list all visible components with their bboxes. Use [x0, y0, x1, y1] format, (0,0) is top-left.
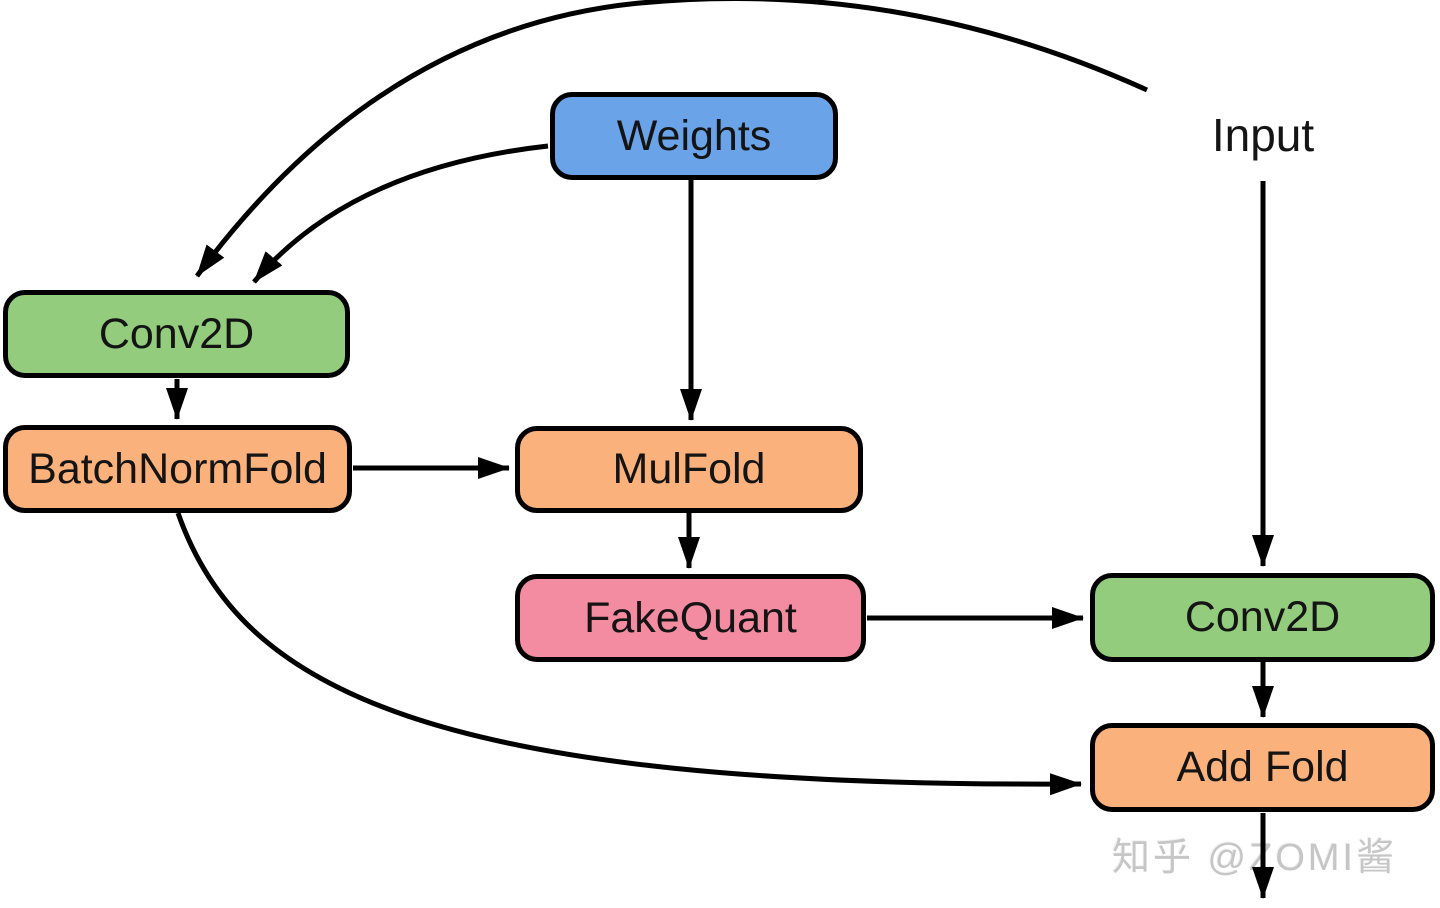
edge-weights-to-conv2d-left [252, 143, 549, 284]
node-mul-fold: MulFold [515, 426, 863, 513]
node-batch-norm-fold: BatchNormFold [3, 425, 352, 513]
node-add-fold: Add Fold [1090, 723, 1435, 812]
node-weights: Weights [550, 92, 838, 180]
node-conv2d-right: Conv2D [1090, 573, 1435, 662]
edge-batchnormfold-to-addfold [175, 512, 1082, 796]
node-fake-quant: FakeQuant [515, 574, 866, 662]
node-conv2d-left: Conv2D [3, 290, 350, 378]
edge-offcanvas-to-conv2d-left [194, 0, 1149, 278]
input-label: Input [1211, 109, 1315, 161]
